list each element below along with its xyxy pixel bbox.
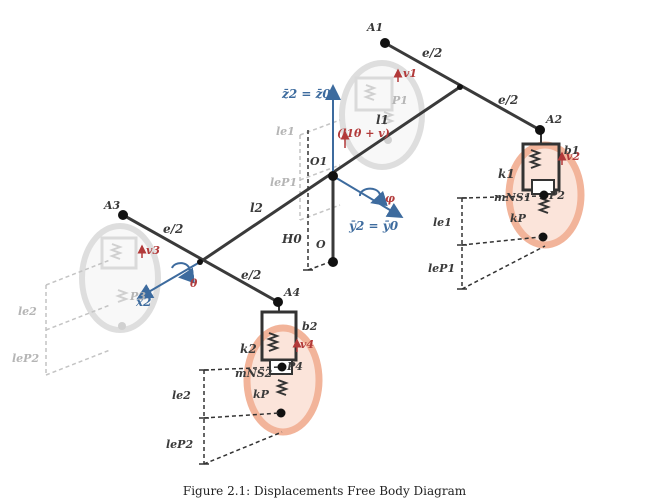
label-a3: A3	[103, 199, 121, 212]
figure-caption: Figure 2.1: Displacements Free Body Diag…	[182, 484, 467, 498]
phi-rotation-arrow	[359, 187, 388, 207]
label-l2: l2	[250, 201, 263, 215]
point-a4	[273, 297, 283, 307]
label-phi: φ	[385, 192, 395, 205]
displacement-arrows	[137, 68, 567, 352]
label-p2: P2	[548, 189, 565, 202]
label-m2: mNS2	[235, 367, 273, 380]
label-ghost-le2: le2	[18, 305, 37, 318]
label-v2: v2	[566, 150, 580, 163]
label-lep2: leP2	[166, 438, 193, 451]
label-ghost-lep1: leP1	[270, 176, 297, 189]
label-a1: A1	[366, 21, 383, 34]
label-ghost-le1: le1	[276, 125, 295, 138]
label-half-track-1: e/2	[422, 46, 442, 60]
label-k1: k1	[498, 167, 515, 181]
ghost-wheel-a3	[79, 223, 161, 333]
label-k2: k2	[240, 342, 257, 356]
theta-rotation-arrow	[171, 262, 195, 284]
dimension-lines	[203, 130, 546, 465]
label-o1: O1	[310, 155, 327, 168]
point-a2	[535, 125, 545, 135]
label-p1: P1	[391, 94, 408, 107]
label-kp2: kP	[253, 388, 270, 401]
label-kp1: kP	[510, 212, 527, 225]
label-v1: v1	[403, 67, 417, 80]
label-b2: b2	[302, 320, 318, 333]
label-b1: b1	[564, 144, 579, 157]
dimension-ticks	[199, 197, 467, 465]
label-le1: le1	[433, 216, 452, 229]
label-v4: v4	[300, 338, 314, 351]
label-h0: H0	[281, 232, 302, 246]
label-y-axis: ȳ2 = ȳ0	[348, 219, 399, 233]
label-o: O	[316, 238, 326, 251]
label-half-track-2: e/2	[498, 93, 518, 107]
label-v3: v3	[146, 244, 160, 257]
label-m1: mNS1	[494, 191, 531, 204]
label-half-track-4: e/2	[241, 268, 261, 282]
label-combo: (l1θ + v)	[337, 127, 390, 140]
ghost-wheel-a1	[339, 60, 425, 170]
wheel-a4	[243, 302, 323, 436]
label-p3: P3	[129, 290, 146, 303]
label-l1: l1	[376, 113, 389, 127]
label-theta: θ	[190, 277, 198, 290]
label-le2: le2	[172, 389, 191, 402]
label-a2: A2	[545, 113, 563, 126]
label-z-axis: z̄2 = z̄0	[281, 87, 331, 101]
rear-axle-beam	[122, 213, 279, 304]
beam-junction-front	[457, 84, 463, 90]
joints	[118, 38, 545, 307]
y-axis	[332, 175, 404, 219]
point-o1	[328, 171, 338, 181]
label-lep1: leP1	[428, 262, 455, 275]
wheel-a2	[505, 130, 585, 249]
label-p4: P4	[286, 360, 303, 373]
label-half-track-3: e/2	[163, 222, 183, 236]
label-x-axis: x̄2	[135, 295, 152, 309]
label-ghost-lep2: leP2	[12, 352, 39, 365]
point-a3	[118, 210, 128, 220]
point-o	[328, 257, 338, 267]
point-a1	[380, 38, 390, 48]
beam-junction-rear	[197, 259, 203, 265]
label-a4: A4	[283, 286, 300, 299]
